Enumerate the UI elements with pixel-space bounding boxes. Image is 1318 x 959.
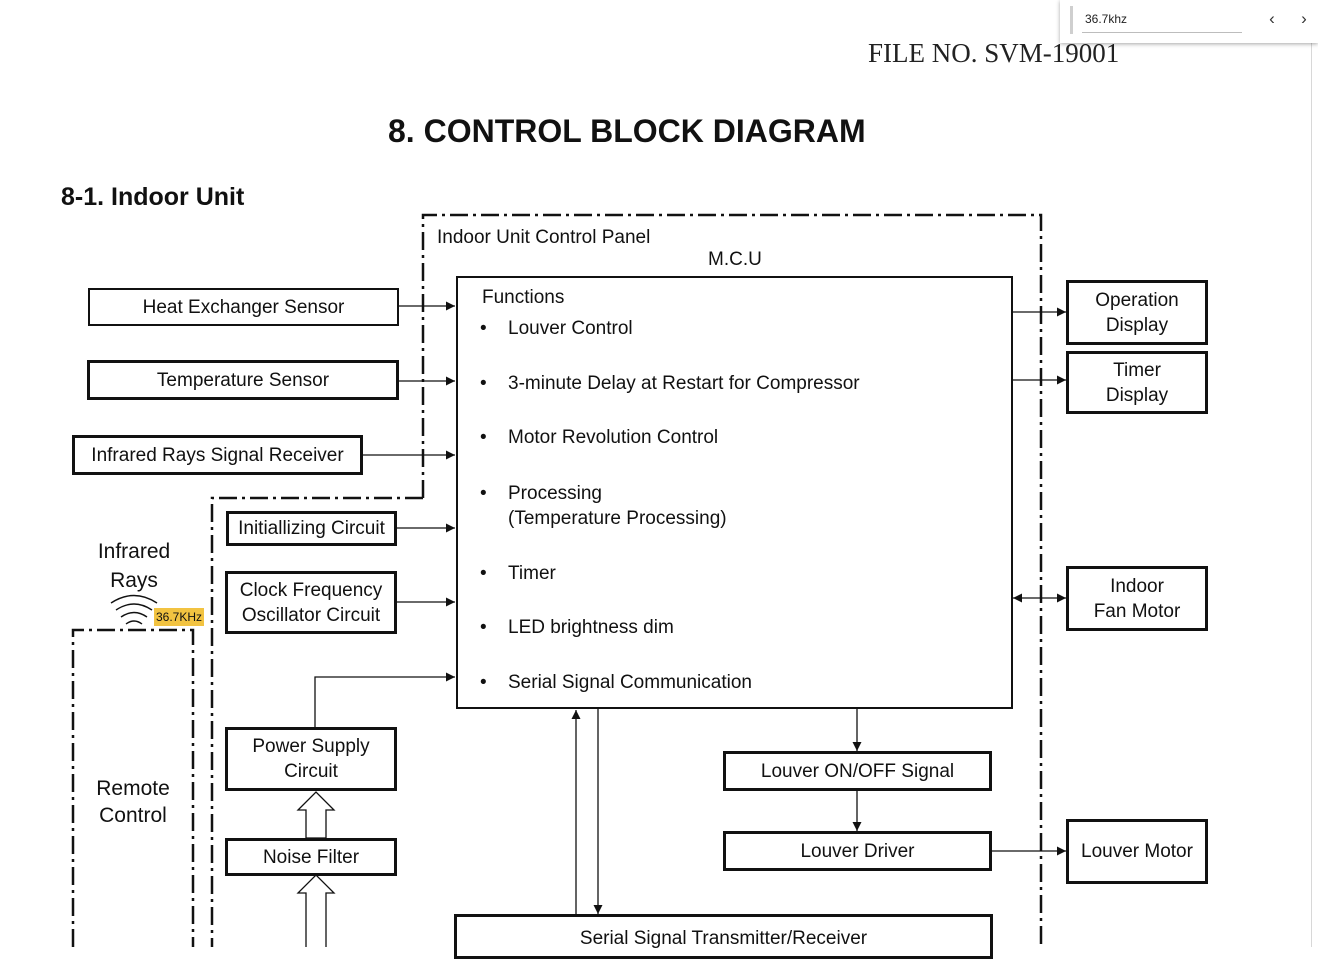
- chevron-left-icon[interactable]: ‹: [1269, 9, 1275, 28]
- function-item: •Serial Signal Communication: [480, 672, 752, 693]
- control-panel-label: Indoor Unit Control Panel: [437, 227, 651, 248]
- louver-driver-box: Louver Driver: [723, 831, 992, 871]
- arrow-power-supply: [314, 672, 455, 728]
- search-highlight-badge: 36.7KHz: [154, 608, 205, 626]
- remote-control-frame: [71, 628, 195, 947]
- louver-motor-box: Louver Motor: [1066, 819, 1208, 884]
- file-number: FILE NO. SVM-19001: [868, 38, 1120, 68]
- find-bar: ‹ ›: [1060, 0, 1318, 43]
- page-edge: [1311, 0, 1312, 947]
- infrared-receiver-box: Infrared Rays Signal Receiver: [72, 435, 363, 475]
- page-title: 8. CONTROL BLOCK DIAGRAM: [388, 113, 866, 149]
- function-item: •LED brightness dim: [480, 617, 674, 638]
- function-item: •Louver Control: [480, 318, 633, 339]
- control-panel-frame-lower: [210, 496, 423, 947]
- function-item: •Processing(Temperature Processing): [480, 483, 727, 529]
- heat-exchanger-sensor-box: Heat Exchanger Sensor: [88, 288, 399, 326]
- noise-filter-box: Noise Filter: [225, 838, 397, 876]
- temperature-sensor-box: Temperature Sensor: [87, 360, 399, 400]
- functions-title: Functions: [482, 287, 565, 308]
- chevron-right-icon[interactable]: ›: [1301, 9, 1307, 28]
- hollow-arrow-noise-to-power: [296, 791, 336, 839]
- hollow-arrow-into-noise: [296, 874, 336, 947]
- louver-signal-box: Louver ON/OFF Signal: [723, 751, 992, 791]
- function-item: •Motor Revolution Control: [480, 427, 719, 448]
- control-panel-frame: [421, 213, 1043, 947]
- function-item: •3-minute Delay at Restart for Compresso…: [480, 373, 860, 394]
- find-bar-accent: [1070, 6, 1073, 34]
- section-title: 8-1. Indoor Unit: [61, 183, 245, 211]
- initializing-circuit-box: Initiallizing Circuit: [226, 511, 397, 546]
- function-item: •Timer: [480, 563, 556, 584]
- find-input[interactable]: [1082, 6, 1242, 33]
- mcu-block: Functions •Louver Control •3-minute Dela…: [456, 276, 1013, 709]
- mcu-label: M.C.U: [708, 249, 762, 270]
- infrared-wave-icon: [110, 594, 158, 625]
- serial-transceiver-box: Serial Signal Transmitter/Receiver: [454, 914, 993, 959]
